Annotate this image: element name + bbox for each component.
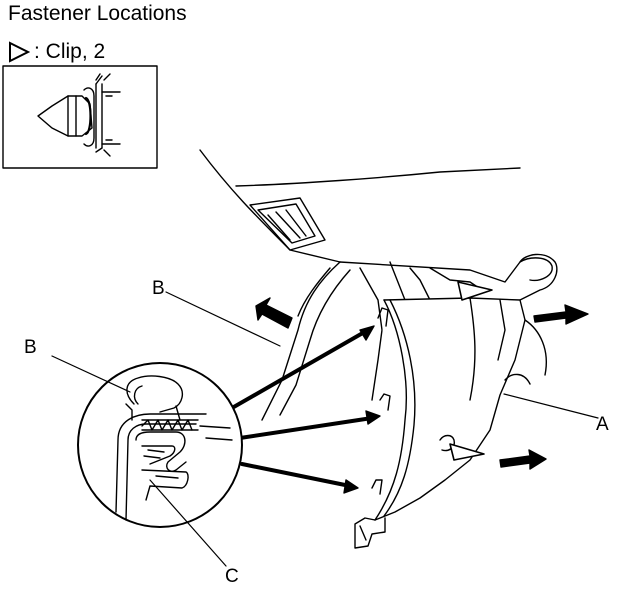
legend-text: : Clip, 2 (34, 40, 106, 63)
clip-detail-inset (2, 65, 158, 169)
label-c: C (225, 566, 239, 587)
clip-triangle-lower (449, 443, 485, 461)
diagram-title: Fastener Locations (8, 2, 187, 25)
label-a: A (596, 414, 609, 435)
label-b-top: B (152, 278, 165, 299)
clip-triangle-upper (457, 281, 493, 301)
legend-row: : Clip, 2 (8, 40, 105, 64)
label-b-left: B (24, 337, 37, 358)
clip-triangle-icon (9, 41, 30, 63)
